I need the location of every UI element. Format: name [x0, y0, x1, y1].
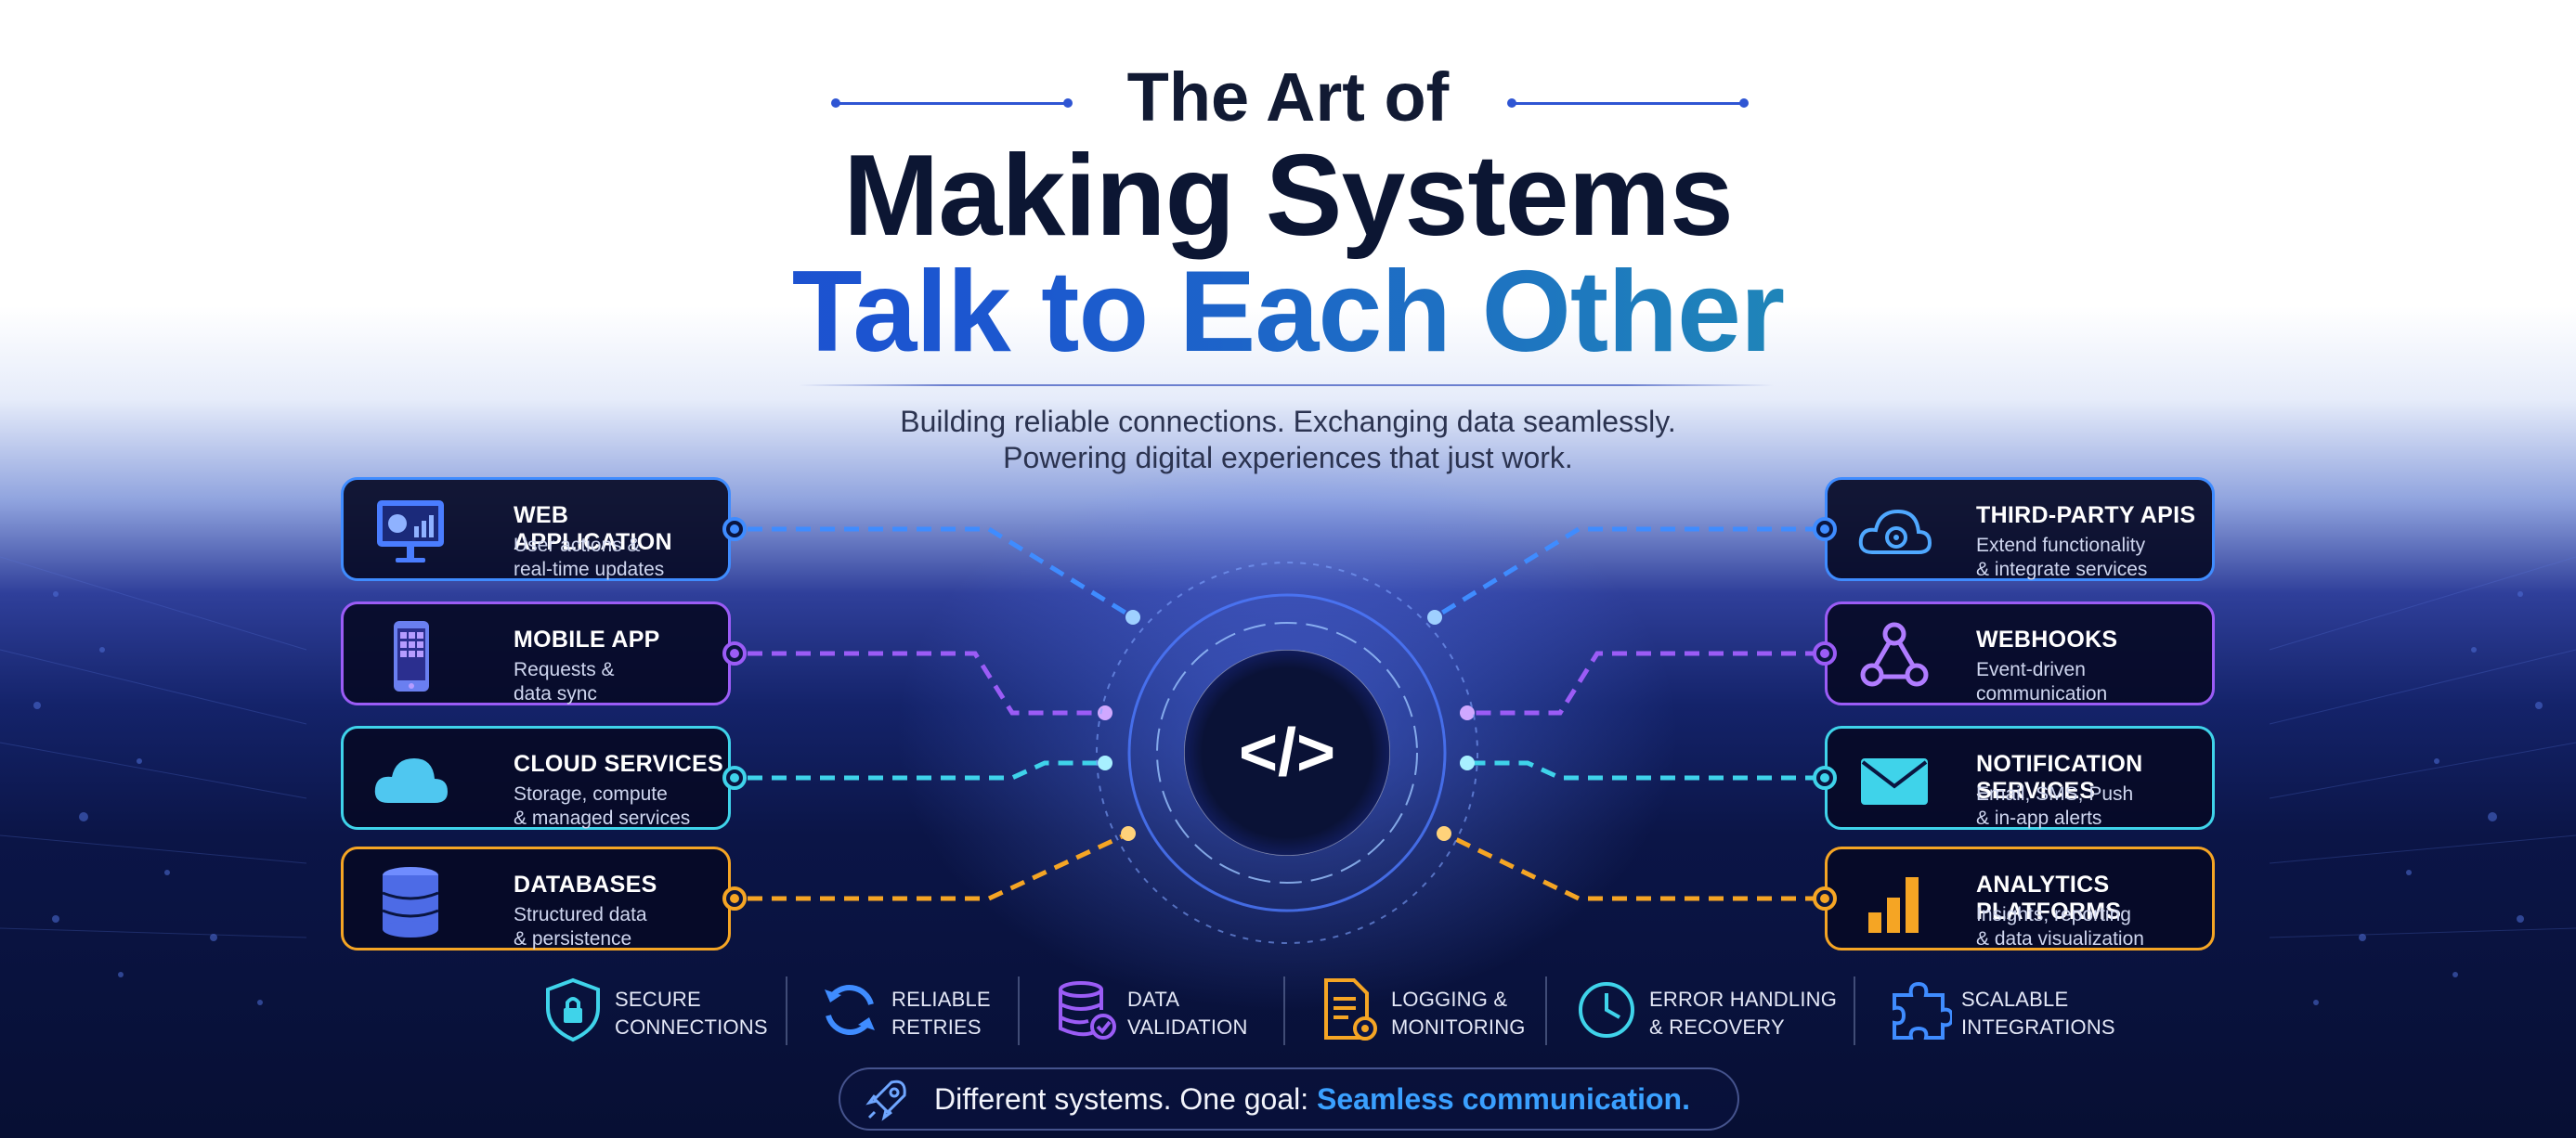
- card-title: MOBILE APP: [514, 627, 660, 653]
- port-third-party-apis: [1813, 517, 1837, 541]
- webhook-icon: [1860, 622, 1929, 687]
- bar-chart-icon: [1868, 877, 1919, 933]
- hub-ring-inner: [1156, 622, 1418, 884]
- connector-webhooks: [1467, 651, 1820, 716]
- card-description: Email, SMS, Push& in-app alerts: [1976, 783, 2134, 829]
- card-description: Extend functionality& integrate services: [1976, 535, 2148, 580]
- card-title: NOTIFICATION SERVICES: [1976, 751, 2143, 804]
- cloud-icon: [374, 758, 448, 803]
- title-line-1: The Art of: [1126, 58, 1450, 136]
- card-third-party-apis: THIRD-PARTY APIS Extend functionality& i…: [1825, 477, 2215, 581]
- junction-dot: [1427, 610, 1442, 625]
- junction-dot: [1121, 826, 1136, 841]
- junction-dot: [1460, 705, 1475, 720]
- connector-cloud-services: [748, 760, 1105, 781]
- connector-mobile-app: [748, 651, 1105, 716]
- junction-dot: [1098, 756, 1112, 770]
- title-rule-right: [1507, 98, 1749, 108]
- footer-text: Different systems. One goal: Seamless co…: [934, 1082, 1690, 1116]
- port-webhooks: [1813, 641, 1837, 666]
- connector-analytics-platforms: [1442, 831, 1820, 901]
- footer-emphasis: Seamless communication.: [1317, 1082, 1690, 1116]
- card-description: Requests &data sync: [514, 659, 615, 705]
- shield-lock-icon: [546, 977, 600, 1042]
- port-databases: [722, 886, 747, 911]
- card-title: ANALYTICS PLATFORMS: [1976, 872, 2122, 925]
- port-web-application: [722, 517, 747, 541]
- port-notification-services: [1813, 766, 1837, 790]
- card-web-application: WEB APPLICATION User actions &real-time …: [341, 477, 731, 581]
- card-description: User actions &real-time updates: [514, 535, 665, 580]
- feature-separator: [1545, 976, 1547, 1045]
- card-description: Storage, compute& managed services: [514, 783, 691, 829]
- junction-dot: [1125, 610, 1140, 625]
- feature-separator: [1854, 976, 1855, 1045]
- card-title: WEBHOOKS: [1976, 627, 2118, 653]
- card-mobile-app: MOBILE APP Requests &data sync: [341, 601, 731, 705]
- junction-dot: [1437, 826, 1451, 841]
- footer-banner: [839, 1067, 1739, 1131]
- card-title: THIRD-PARTY APIS: [1976, 502, 2196, 528]
- clock-icon: [1579, 982, 1634, 1038]
- rocket-icon: [865, 1080, 906, 1121]
- junction-dot: [1460, 756, 1475, 770]
- feature-separator: [1018, 976, 1020, 1045]
- card-description: Insights, reporting& data visualization: [1976, 904, 2144, 950]
- hub-ring-outer: [1096, 562, 1478, 944]
- subtitle-line-1: Building reliable connections. Exchangin…: [900, 405, 1676, 438]
- smartphone-icon: [394, 621, 429, 692]
- card-analytics-platforms: ANALYTICS PLATFORMS Insights, reporting&…: [1825, 847, 2215, 950]
- refresh-icon: [825, 985, 875, 1035]
- subtitle-line-2: Powering digital experiences that just w…: [1003, 441, 1573, 474]
- feature-label: LOGGING &MONITORING: [1391, 988, 1526, 1039]
- connector-web-application: [748, 526, 1135, 620]
- card-title: DATABASES: [514, 872, 657, 898]
- card-notification-services: NOTIFICATION SERVICES Email, SMS, Push& …: [1825, 726, 2215, 830]
- port-cloud-services: [722, 766, 747, 790]
- puzzle-icon: [1893, 981, 1952, 1040]
- code-icon: </>: [1238, 716, 1336, 790]
- database-check-icon: [1059, 981, 1116, 1040]
- feature-separator: [1283, 976, 1285, 1045]
- database-icon: [382, 867, 439, 938]
- card-cloud-services: CLOUD SERVICES Storage, compute& managed…: [341, 726, 731, 830]
- title-line-2: Making Systems: [843, 132, 1734, 260]
- port-mobile-app: [722, 641, 747, 666]
- title-line-3: Talk to Each Other: [0, 246, 2576, 378]
- junction-dot: [1098, 705, 1112, 720]
- feature-separator: [786, 976, 787, 1045]
- cloud-gear-icon: [1858, 509, 1932, 554]
- hub-core: [1184, 650, 1390, 856]
- title-divider: [799, 384, 1774, 386]
- envelope-icon: [1861, 758, 1928, 805]
- connector-third-party-apis: [1433, 526, 1820, 620]
- title-rule-left: [831, 98, 1073, 108]
- monitor-icon: [377, 500, 444, 563]
- port-analytics-platforms: [1813, 886, 1837, 911]
- hub-ring-mid: [1127, 593, 1447, 912]
- feature-label: ERROR HANDLING& RECOVERY: [1649, 988, 1838, 1039]
- card-description: Structured data& persistence: [514, 904, 647, 950]
- card-title: CLOUD SERVICES: [514, 751, 724, 777]
- connector-databases: [748, 831, 1130, 901]
- connector-notification-services: [1467, 760, 1820, 781]
- card-databases: DATABASES Structured data& persistence: [341, 847, 731, 950]
- document-icon: [1324, 978, 1377, 1041]
- card-title: WEB APPLICATION: [514, 502, 672, 555]
